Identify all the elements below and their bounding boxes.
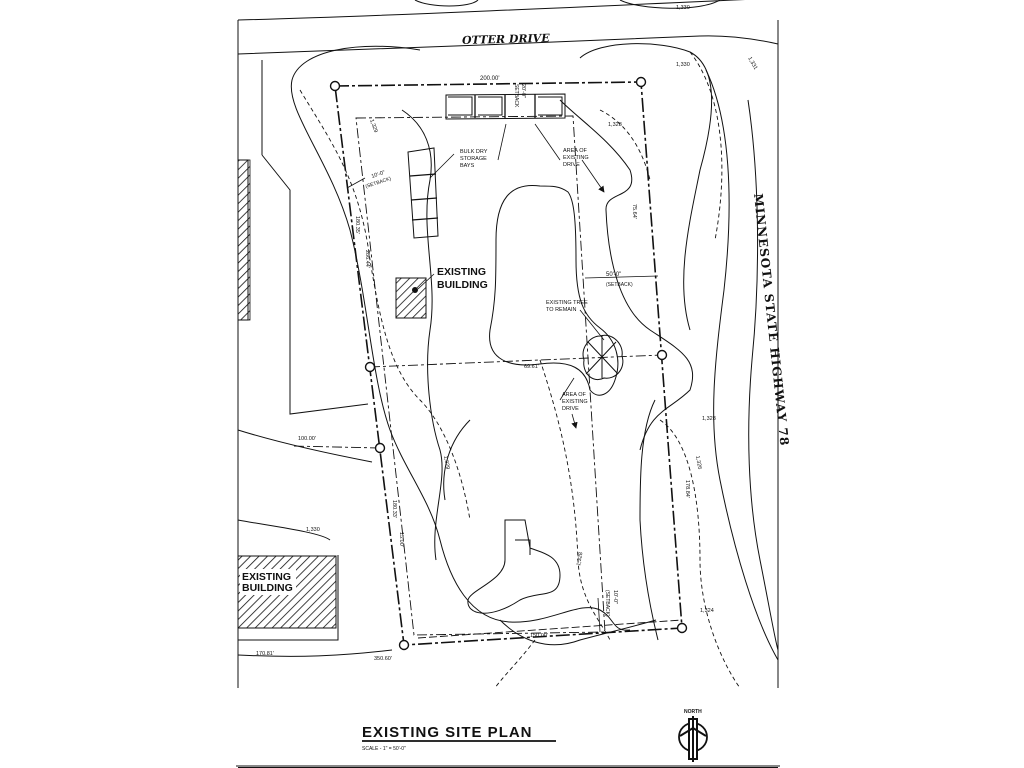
dim-bottom-setback: 10'-0"	[612, 590, 618, 604]
dim-right-lower: 178.84'	[684, 480, 690, 498]
north-label: NORTH	[684, 709, 702, 715]
existing-building-sw-label-line2: BUILDING	[242, 582, 293, 594]
highway-label: MINNESOTA STATE HIGHWAY 78	[751, 193, 791, 447]
contour-label: 1,330	[306, 527, 320, 533]
contour-label: 1,328	[608, 122, 622, 128]
area-drive-top-line2: EXISTING	[563, 155, 589, 161]
bulk-dry-label-line1: BULK DRY	[460, 149, 488, 155]
contour-label: 1,330	[676, 5, 690, 11]
existing-drive-outline	[467, 184, 619, 614]
dim-west-lot: 100.00'	[298, 436, 316, 442]
dim-far-left-bottom: 170.81'	[256, 651, 274, 657]
existing-building-label-line2: BUILDING	[437, 279, 488, 291]
contour-label: 1,331	[746, 56, 758, 71]
existing-tree-symbol	[582, 334, 624, 380]
dim-right-setback: 50'-0"	[606, 272, 621, 278]
dim-top: 200.00'	[480, 76, 500, 82]
dim-left-upper-2: 286.44'	[364, 250, 370, 268]
existing-building-sw	[237, 555, 337, 629]
dim-left-lower-2: 15.00'	[398, 532, 404, 547]
contour-label: 1,326	[694, 455, 702, 470]
dim-left-upper-1: 180.35'	[354, 216, 360, 234]
dim-bottom-left: 350.60'	[374, 656, 392, 662]
north-arrow-icon: NORTH	[678, 709, 708, 762]
title-scale: SCALE - 1" = 50'-0"	[362, 746, 406, 752]
contour-label: 1,328	[702, 416, 716, 422]
area-drive-top-line3: DRIVE	[563, 162, 580, 168]
existing-tree-label-line1: EXISTING TREE	[546, 300, 588, 306]
dim-left-setback: 10'-0"	[371, 170, 386, 180]
survey-monuments	[329, 76, 688, 651]
contour-label: 1,329	[442, 455, 450, 470]
dim-setback-top: 20'-0"	[520, 84, 526, 98]
property-boundary	[291, 81, 683, 646]
title-main: EXISTING SITE PLAN	[362, 724, 533, 741]
dim-right-setback-word: (SETBACK)	[606, 282, 633, 288]
dim-left-lower-1: 180.33'	[391, 500, 397, 518]
bulk-dry-storage-bays	[407, 93, 566, 239]
bulk-dry-label-line2: STORAGE	[460, 156, 487, 162]
leader-lines	[346, 123, 659, 633]
dim-bottom-setback-word: (SETBACK)	[604, 590, 610, 617]
contour-label: 1,324	[700, 608, 714, 614]
dim-right-upper: 75.64'	[631, 204, 637, 219]
contour-label: 1,330	[676, 62, 690, 68]
otter-drive-road	[237, 0, 779, 55]
title-block: EXISTING SITE PLAN SCALE - 1" = 50'-0"	[236, 724, 780, 768]
bulk-dry-label-line3: BAYS	[460, 163, 475, 169]
existing-building-sw-label-line1: EXISTING	[242, 571, 291, 583]
dim-bottom: 150.00'	[530, 633, 548, 639]
area-drive-top-line1: AREA OF	[563, 148, 587, 154]
existing-building-label-line1: EXISTING	[437, 266, 486, 278]
area-drive-mid-line2: EXISTING	[562, 399, 588, 405]
area-drive-mid-line1: AREA OF	[562, 392, 586, 398]
west-lot-features	[237, 60, 393, 657]
contour-label: 1,328	[576, 552, 584, 567]
highway-road	[689, 51, 779, 661]
dim-setback-top-word: SETBACK	[513, 84, 519, 108]
existing-tree-label-line2: TO REMAIN	[546, 307, 576, 313]
existing-building-main	[395, 273, 435, 319]
contour-label: 1,329	[368, 119, 378, 134]
otter-drive-label: OTTER DRIVE	[462, 32, 551, 47]
dim-mid: 69.61'	[524, 364, 539, 370]
area-drive-mid-line3: DRIVE	[562, 406, 579, 412]
contour-lines	[290, 43, 741, 689]
